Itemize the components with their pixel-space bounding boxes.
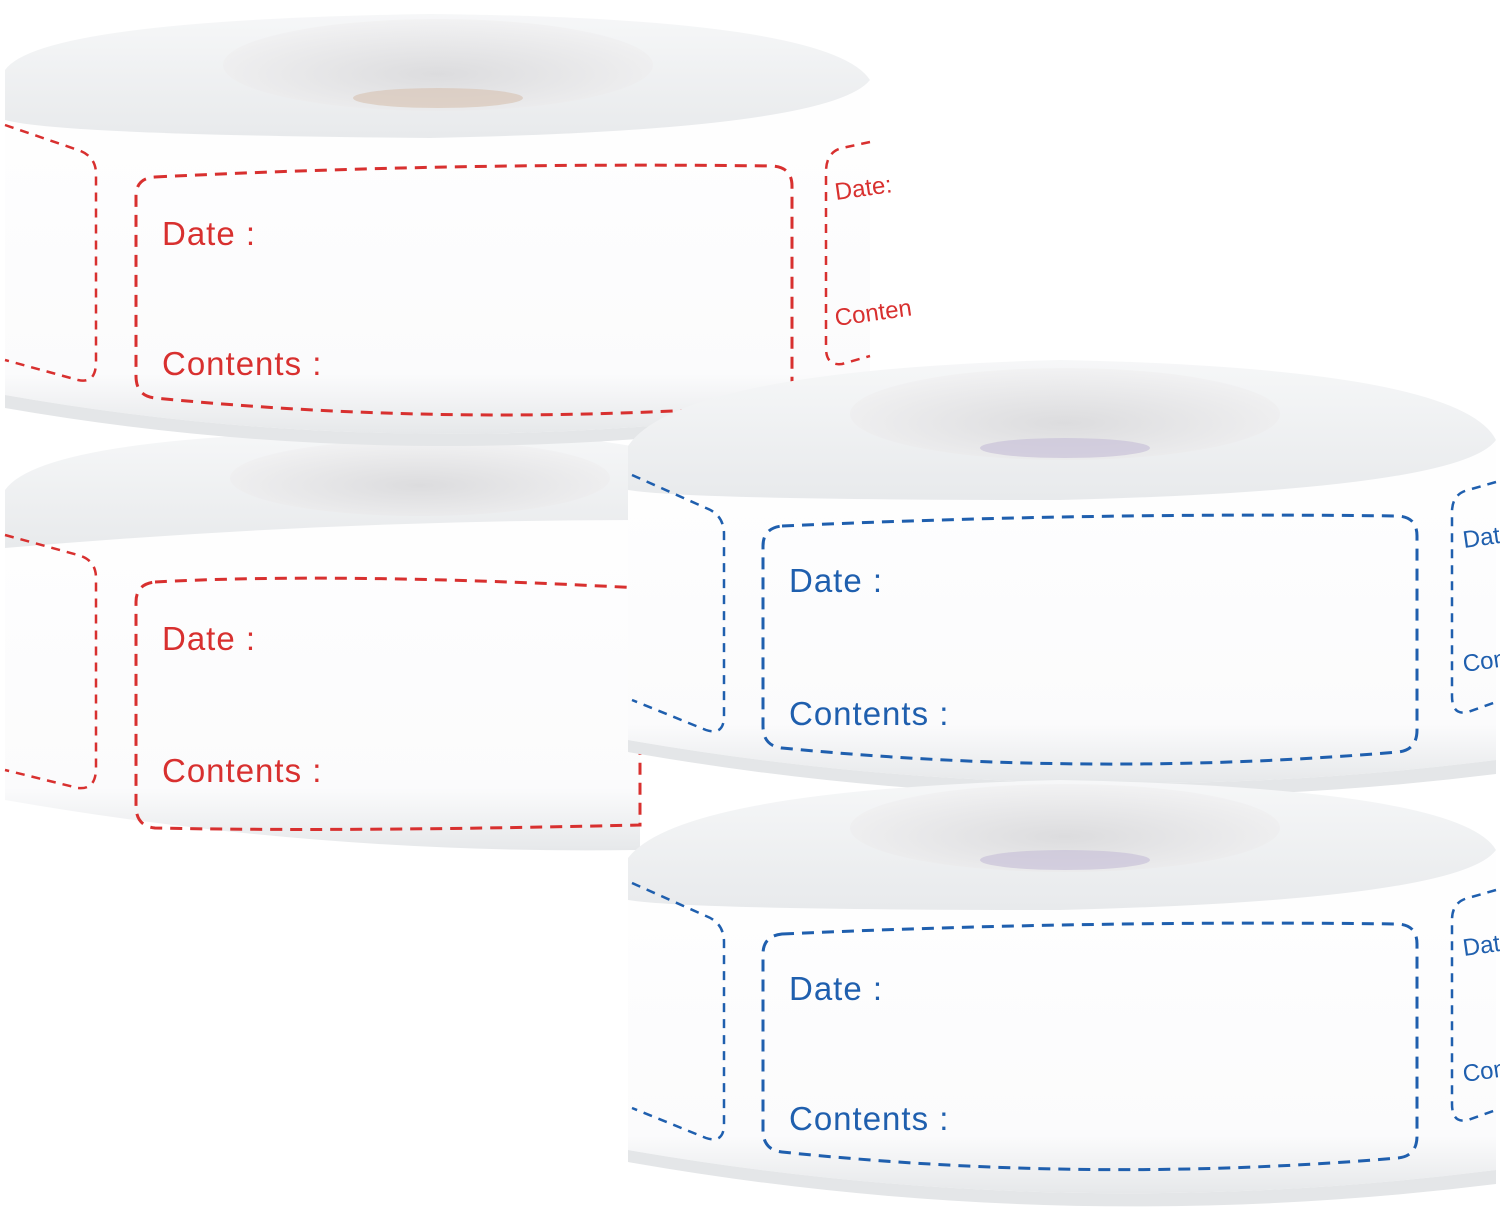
label-outline-main — [134, 576, 642, 831]
label-outline-main — [761, 921, 1419, 1172]
label-outline-right — [824, 140, 871, 366]
label-outline-right — [1450, 888, 1497, 1122]
roll-red-bottom: Date : Contents : — [4, 431, 642, 851]
roll-red-top: Date : Contents : Date: Conten — [4, 14, 913, 447]
contents-label: Contents : — [789, 1100, 949, 1137]
core-hole — [230, 440, 610, 516]
label-outline-right — [1450, 480, 1497, 714]
label-outline-left — [4, 533, 98, 790]
core-inner — [980, 850, 1150, 870]
roll-body — [5, 37, 870, 434]
date-label: Date : — [162, 215, 256, 252]
roll-blue-bottom: Date : Contents : Date: Conten — [628, 780, 1500, 1207]
core-hole — [850, 368, 1280, 460]
contents-label: Contents : — [789, 695, 949, 732]
roll-blue-top: Date : Contents : Date: Conten — [628, 360, 1500, 797]
date-label: Date : — [789, 562, 883, 599]
core-hole — [850, 784, 1280, 872]
core-inner — [980, 438, 1150, 458]
contents-label: Contents : — [162, 752, 322, 789]
date-label: Date : — [162, 620, 256, 657]
roll-bottom-edge — [628, 1150, 1496, 1207]
date-label: Date : — [789, 970, 883, 1007]
roll-bottom-edge — [628, 740, 1496, 797]
label-outline-left — [4, 123, 98, 382]
roll-body — [5, 436, 640, 851]
label-outline-main — [761, 513, 1419, 766]
core-hole — [223, 19, 653, 111]
contents-label: Contents : — [162, 345, 322, 382]
core-inner — [353, 88, 523, 108]
